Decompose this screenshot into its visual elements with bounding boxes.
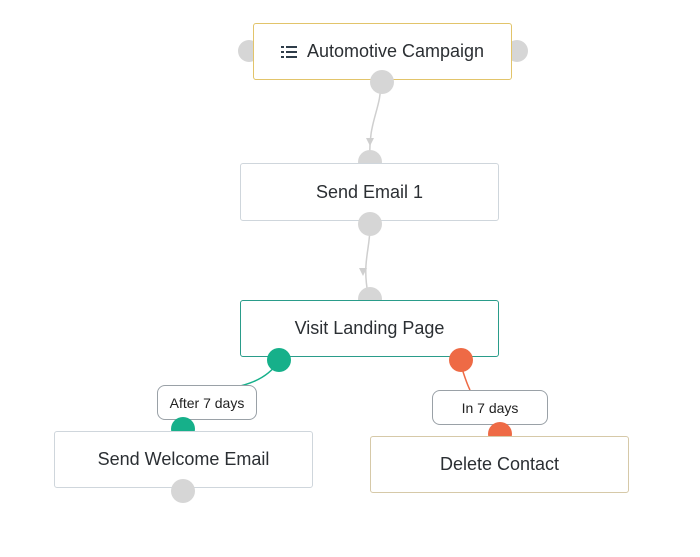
send-welcome-email-label: Send Welcome Email [97,449,270,469]
delete-contact-label: Delete Contact [439,454,560,474]
visit-landing-page-node[interactable]: Visit Landing Page [240,300,499,357]
arrowhead [359,268,367,276]
condition-in-7-days-label: In 7 days [461,399,519,416]
send-welcome-email-bottom-connector[interactable] [171,479,195,503]
send-email-1-node[interactable]: Send Email 1 [240,163,499,221]
visit-yes-connector[interactable] [267,348,291,372]
visit-no-connector[interactable] [449,348,473,372]
condition-after-7-days-label: After 7 days [169,394,245,411]
send-email-1-bottom-connector[interactable] [358,212,382,236]
campaign-label: Automotive Campaign [306,41,485,61]
arrowhead [366,138,374,146]
connector-email1-to-visit [365,225,371,295]
send-email-1-label: Send Email 1 [315,181,424,202]
campaign-bottom-connector[interactable] [370,70,394,94]
visit-landing-page-label: Visit Landing Page [294,318,445,338]
delete-contact-node[interactable]: Delete Contact [370,436,629,493]
list-icon [280,45,297,59]
send-welcome-email-node[interactable]: Send Welcome Email [54,431,313,488]
condition-in-7-days[interactable]: In 7 days [432,390,548,425]
condition-after-7-days[interactable]: After 7 days [157,385,257,420]
